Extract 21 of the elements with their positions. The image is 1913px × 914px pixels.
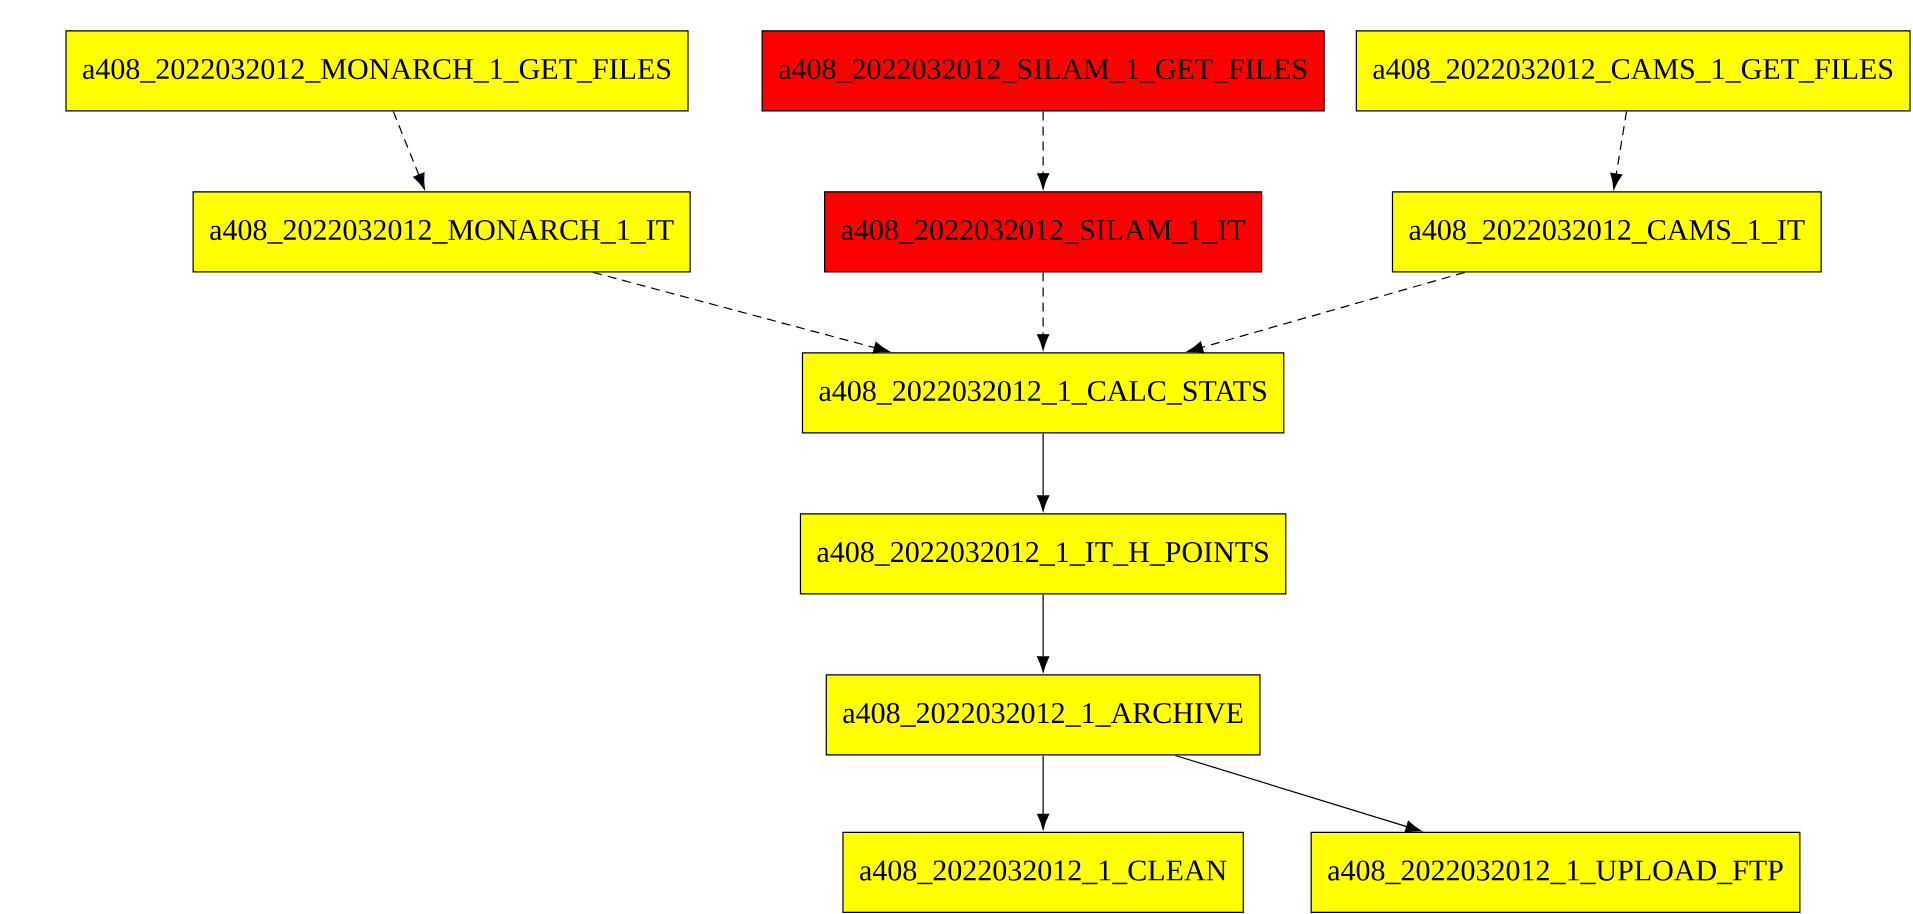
task-box: a408_2022032012_1_UPLOAD_FTP [1310,831,1801,913]
arrow [592,271,890,354]
arrow [1174,754,1422,833]
arrow [1037,110,1050,190]
arrow [1037,593,1050,673]
arrow [1037,271,1050,351]
task-box: a408_2022032012_1_CLEAN [842,831,1244,913]
arrow [1610,110,1628,190]
task-box: a408_2022032012_1_IT_H_POINTS [799,513,1287,595]
arrow [1037,432,1050,512]
arrow [392,110,425,190]
task-box: a408_2022032012_CAMS_1_GET_FILES [1355,30,1911,112]
task-box: a408_2022032012_SILAM_1_IT [824,191,1263,273]
task-box: a408_2022032012_MONARCH_1_IT [192,191,691,273]
task-box: a408_2022032012_SILAM_1_GET_FILES [761,30,1325,112]
task-box: a408_2022032012_1_CALC_STATS [801,352,1285,434]
arrow [1037,754,1050,830]
task-box: a408_2022032012_MONARCH_1_GET_FILES [65,30,689,112]
arrow [1187,271,1466,354]
task-box: a408_2022032012_1_ARCHIVE [825,674,1261,756]
task-box: a408_2022032012_CAMS_1_IT [1391,191,1822,273]
